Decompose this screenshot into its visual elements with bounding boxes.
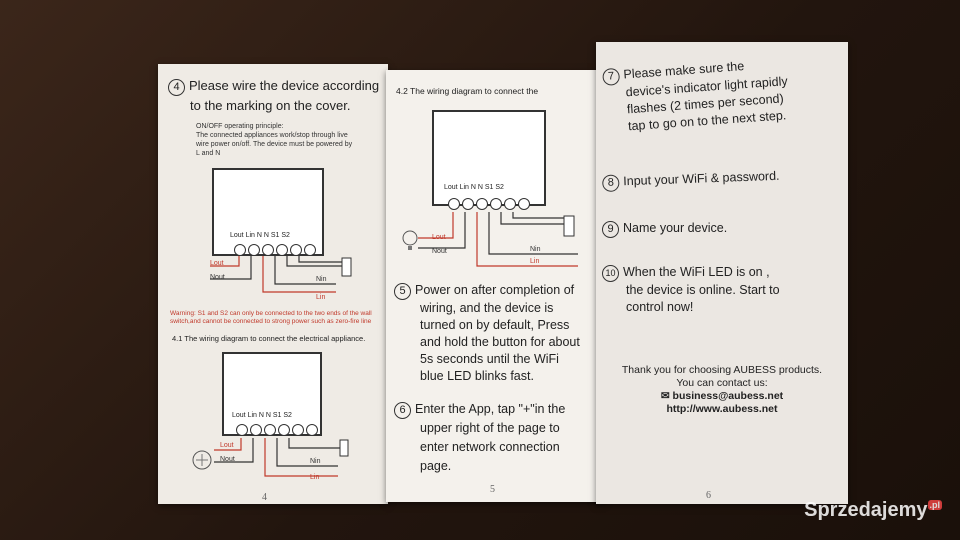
terminal: [264, 424, 276, 436]
terminal: [234, 244, 246, 256]
step-5-line-1: Power on after completion of: [415, 283, 575, 297]
wire-label-nout-2: Nout: [220, 456, 235, 463]
thanks-line-2: You can contact us:: [676, 377, 768, 389]
terminal: [518, 198, 530, 210]
step-9-text: Name your device.: [623, 221, 728, 235]
terminal-block-1: [234, 244, 316, 256]
page-number-5: 5: [490, 484, 495, 495]
page-number-4: 4: [262, 492, 267, 503]
wiring-lines-1: [210, 256, 352, 293]
step-4-heading: 4 Please wire the device according to the…: [168, 76, 383, 116]
wire-label-nout: Nout: [210, 274, 225, 281]
terminal: [304, 244, 316, 256]
principle-block: ON/OFF operating principle: The connecte…: [196, 122, 381, 158]
warning-note: Warning: S1 and S2 can only be connected…: [170, 310, 384, 326]
step-10-line-1: When the WiFi LED is on ,: [623, 265, 770, 279]
step-4-heading-line1: Please wire the device according: [189, 78, 380, 93]
step-8-text: Input your WiFi & password.: [623, 168, 780, 189]
page-number-6: 6: [706, 490, 711, 501]
terminal: [248, 244, 260, 256]
wire-label-lout-2: Lout: [220, 442, 234, 449]
step-7-number: 7: [602, 67, 621, 86]
wire-label-nin-3: Nin: [530, 246, 541, 253]
step-10-block: 10 When the WiFi LED is on , the device i…: [602, 264, 842, 316]
step-4-number: 4: [168, 79, 185, 96]
step-5-line-6: blue LED blinks fast.: [420, 369, 534, 383]
wire-label-lin: Lin: [316, 294, 326, 301]
step-9-number: 9: [602, 221, 619, 238]
terminal: [448, 198, 460, 210]
watermark-suffix: .pl: [927, 500, 942, 511]
terminal: [292, 424, 304, 436]
terminal-labels-3: Lout Lin N N S1 S2: [444, 184, 504, 191]
sub-heading-4-2: 4.2 The wiring diagram to connect the: [396, 86, 539, 96]
terminal-labels-1: Lout Lin N N S1 S2: [230, 232, 290, 239]
terminal: [490, 198, 502, 210]
wire-label-nout-3: Nout: [432, 248, 447, 255]
principle-title: ON/OFF operating principle:: [196, 123, 284, 130]
wire-label-lin-3: Lin: [530, 258, 540, 265]
step-10-number: 10: [602, 265, 619, 282]
watermark-text: Sprzedajemy: [804, 499, 928, 521]
step-10-line-3: control now!: [626, 300, 694, 314]
terminal: [262, 244, 274, 256]
step-6-number: 6: [394, 402, 411, 419]
step-5-line-2: wiring, and the device is: [420, 301, 554, 315]
step-6-line-2: upper right of the page to: [420, 421, 560, 435]
step-8-number: 8: [602, 174, 620, 192]
step-4-heading-line2: to the marking on the cover.: [190, 98, 351, 113]
step-10-line-2: the device is online. Start to: [626, 283, 780, 297]
wiring-diagram-device-3: [432, 110, 546, 206]
step-6-line-4: page.: [420, 459, 452, 473]
step-9-block: 9 Name your device.: [602, 220, 842, 238]
contact-email: business@aubess.net: [672, 390, 784, 402]
terminal: [278, 424, 290, 436]
terminal: [306, 424, 318, 436]
watermark-logo: Sprzedajemy.pl: [804, 499, 942, 522]
manual-page-5: 4.2 The wiring diagram to connect the Lo…: [386, 70, 606, 502]
wire-label-lin-2: Lin: [310, 474, 320, 481]
step-5-block: 5 Power on after completion of wiring, an…: [394, 282, 604, 385]
step-5-line-4: and hold the button for about: [420, 335, 580, 349]
terminal: [276, 244, 288, 256]
sub-heading-4-1: 4.1 The wiring diagram to connect the el…: [172, 334, 366, 343]
step-6-line-3: enter network connection: [420, 440, 560, 454]
warning-line-1: Warning: S1 and S2 can only be connected…: [170, 310, 372, 317]
terminal: [236, 424, 248, 436]
step-5-line-5: 5s seconds until the WiFi: [420, 352, 559, 366]
warning-line-2: switch,and cannot be connected to strong…: [170, 318, 372, 325]
terminal: [250, 424, 262, 436]
wire-label-nin: Nin: [316, 276, 327, 283]
principle-text-2: wire power on/off. The device must be po…: [196, 141, 353, 148]
thanks-line-1: Thank you for choosing AUBESS products.: [621, 364, 823, 376]
principle-text-3: L and N: [196, 150, 221, 157]
contact-website: http://www.aubess.net: [666, 403, 778, 415]
manual-page-4: 4 Please wire the device according to the…: [158, 64, 388, 504]
mail-icon: ✉: [660, 390, 673, 402]
terminal: [290, 244, 302, 256]
terminal-block-3: [448, 198, 530, 210]
terminal: [504, 198, 516, 210]
step-6-block: 6 Enter the App, tap "+"in the upper righ…: [394, 400, 604, 476]
wiring-lines-3: [402, 212, 578, 267]
principle-text-1: The connected appliances work/stop throu…: [196, 132, 348, 139]
terminal: [476, 198, 488, 210]
wire-label-lout: Lout: [210, 260, 224, 267]
email-line: ✉ business@aubess.net: [604, 390, 840, 403]
wire-label-lout-3: Lout: [432, 234, 446, 241]
contact-block: Thank you for choosing AUBESS products. …: [604, 364, 840, 416]
terminal-labels-2: Lout Lin N N S1 S2: [232, 412, 292, 419]
terminal-block-2: [236, 424, 318, 436]
step-6-line-1: Enter the App, tap "+"in the: [415, 402, 566, 416]
wire-label-nin-2: Nin: [310, 458, 321, 465]
step-5-number: 5: [394, 283, 411, 300]
step-5-line-3: turned on by default, Press: [420, 318, 570, 332]
wiring-lines-2: [192, 438, 349, 477]
wiring-diagram-device-1: [212, 168, 324, 256]
terminal: [462, 198, 474, 210]
